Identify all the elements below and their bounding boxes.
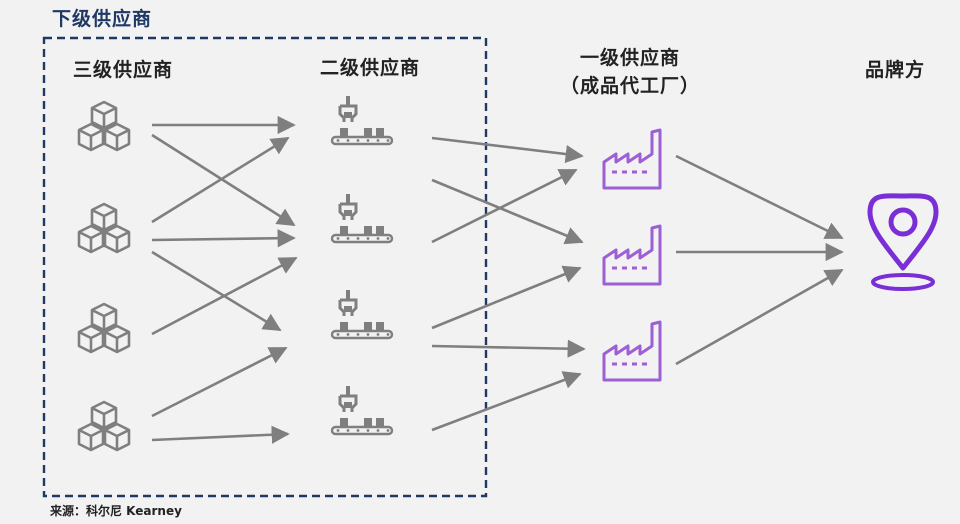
tier2-to-tier1-arrows [431,136,586,432]
tier1-to-brand-arrows [675,154,844,366]
tier2-label: 二级供应商 [319,57,420,79]
assembly-line-icon [330,192,394,244]
assembly-line-icon [330,288,394,340]
tier3-label: 三级供应商 [72,59,173,81]
cubes-icon [77,100,131,152]
cubes-icon [77,202,131,254]
factory-icon [602,128,662,190]
tier3-to-tier2-arrows [151,115,298,444]
tier1-label-line2: （成品代工厂） [559,75,700,97]
assembly-line-icon [330,384,394,436]
lower-tier-frame [42,36,488,498]
brand-label: 品牌方 [864,59,925,81]
tier1-label: 一级供应商 （成品代工厂） [555,44,705,100]
assembly-line-icon [330,94,394,146]
group-label: 下级供应商 [52,8,153,30]
location-pin-icon [867,193,939,291]
cubes-icon [77,302,131,354]
cubes-icon [77,400,131,452]
factory-icon [602,320,662,382]
source-note: 来源：科尔尼 Kearney [50,504,182,518]
tier1-label-line1: 一级供应商 [579,47,680,69]
factory-icon [602,224,662,286]
